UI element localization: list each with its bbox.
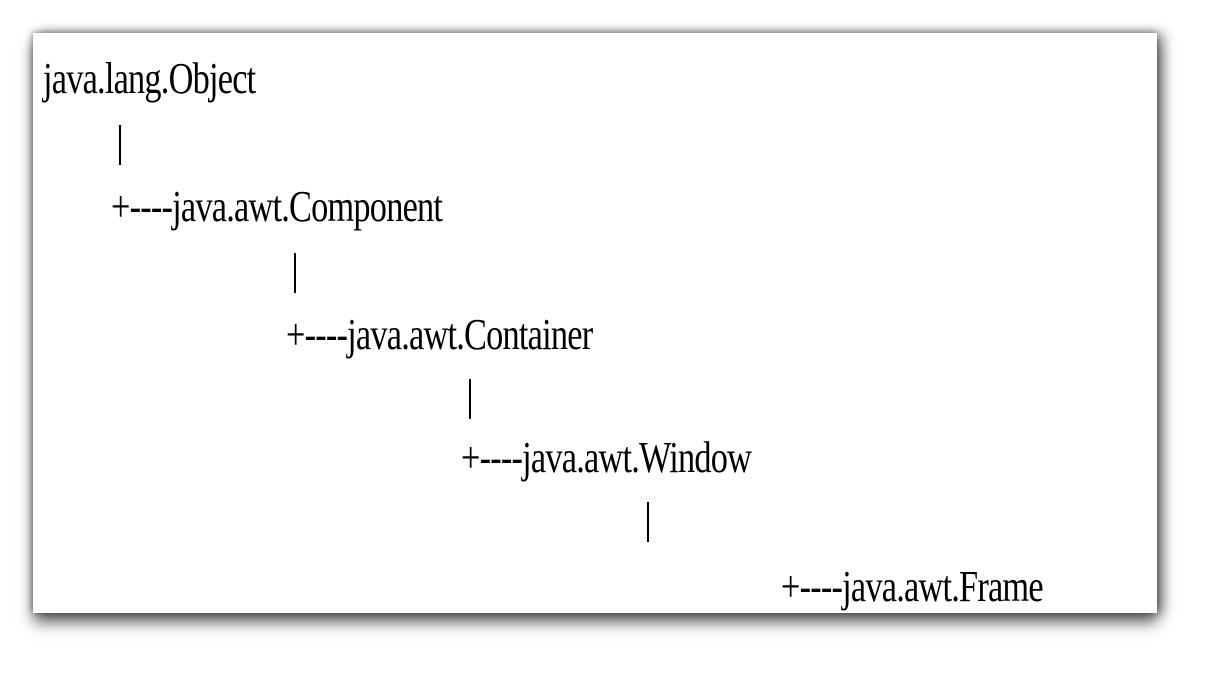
node-java-awt-window: +----java.awt.Window (461, 433, 752, 482)
node-java-awt-frame: +----java.awt.Frame (781, 562, 1044, 611)
connector-object-to-component (119, 125, 121, 165)
connector-component-to-container (294, 253, 296, 293)
connector-container-to-window (469, 379, 471, 419)
connector-window-to-frame (647, 502, 649, 542)
node-java-awt-container: +----java.awt.Container (286, 310, 593, 359)
class-hierarchy-panel: java.lang.Object +----java.awt.Component… (33, 33, 1157, 613)
node-java-awt-component: +----java.awt.Component (111, 182, 443, 231)
node-java-lang-object: java.lang.Object (43, 54, 256, 103)
